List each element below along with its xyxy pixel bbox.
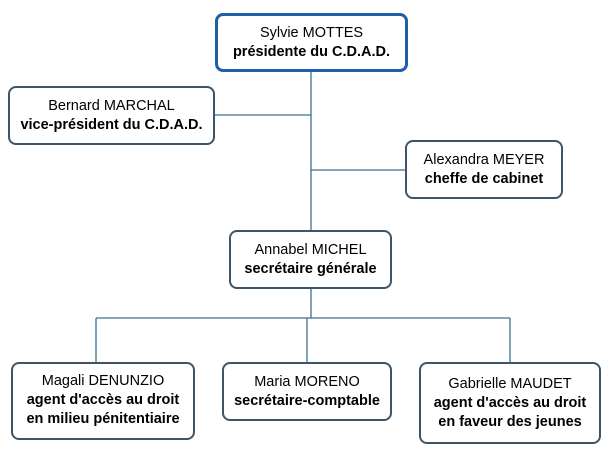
accountant-box: Maria MORENO secrétaire-comptable	[222, 362, 392, 421]
agent-youth-role-line-1: agent d'accès au droit	[433, 394, 587, 411]
chief-of-staff-role: cheffe de cabinet	[424, 170, 544, 187]
accountant-name: Maria MORENO	[254, 373, 360, 390]
vice-president-box: Bernard MARCHAL vice-président du C.D.A.…	[8, 86, 215, 145]
secretary-general-role: secrétaire générale	[244, 260, 377, 277]
agent-prison-box: Magali DENUNZIO agent d'accès au droit e…	[11, 362, 195, 440]
agent-youth-name: Gabrielle MAUDET	[448, 375, 572, 392]
president-box: Sylvie MOTTES présidente du C.D.A.D.	[215, 13, 408, 72]
chief-of-staff-name: Alexandra MEYER	[423, 151, 545, 168]
president-role: présidente du C.D.A.D.	[232, 43, 391, 60]
accountant-role: secrétaire-comptable	[234, 392, 380, 409]
secretary-general-name: Annabel MICHEL	[254, 241, 367, 258]
agent-youth-role-line-2: en faveur des jeunes	[438, 413, 582, 430]
secretary-general-box: Annabel MICHEL secrétaire générale	[229, 230, 392, 289]
agent-prison-role-line-1: agent d'accès au droit	[26, 392, 180, 408]
chief-of-staff-box: Alexandra MEYER cheffe de cabinet	[405, 140, 563, 199]
vice-president-role: vice-président du C.D.A.D.	[20, 116, 203, 133]
president-name: Sylvie MOTTES	[259, 24, 364, 41]
agent-youth-box: Gabrielle MAUDET agent d'accès au droit …	[419, 362, 601, 444]
agent-prison-name: Magali DENUNZIO	[41, 373, 165, 389]
agent-prison-role-line-2: en milieu pénitentiaire	[26, 411, 180, 427]
vice-president-name: Bernard MARCHAL	[48, 97, 175, 114]
